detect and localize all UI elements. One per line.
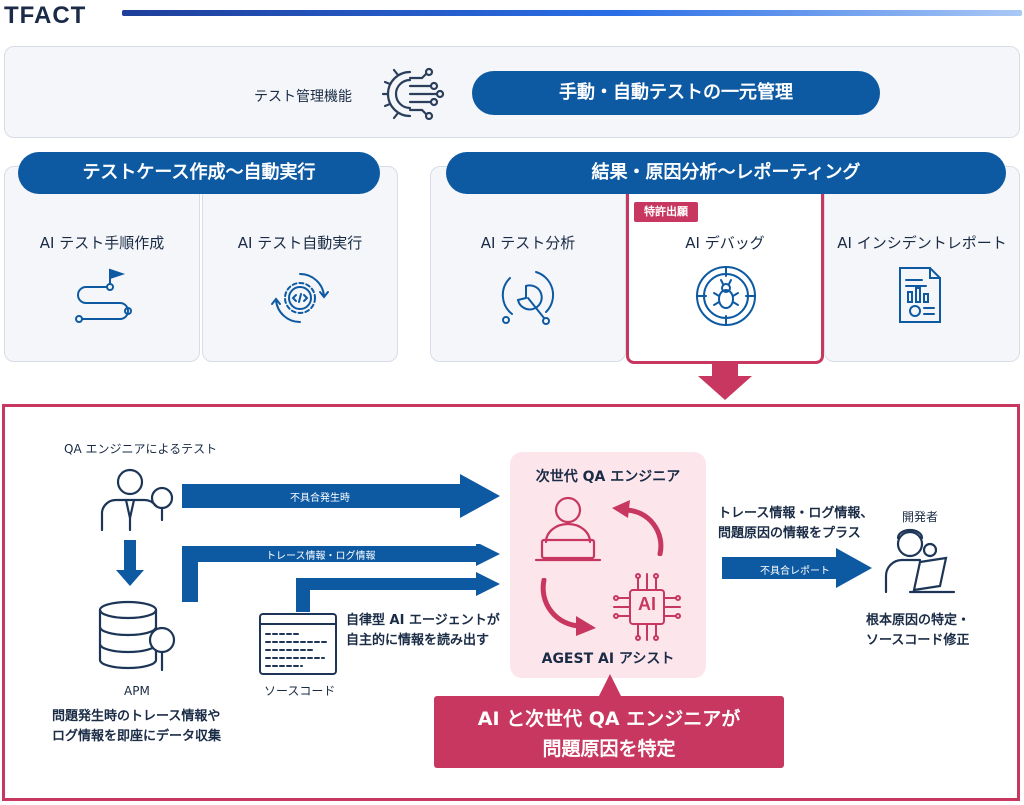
analysis-cycle-icon: [496, 264, 560, 330]
banner-pointer: [598, 674, 622, 698]
report-document-icon: [896, 264, 946, 326]
qa-engineer-icon: [96, 466, 180, 536]
source-code-arrow: [296, 572, 500, 612]
defect-report-arrow-label: 不具合レポート: [760, 566, 830, 577]
developer-label: 開発者: [902, 510, 939, 524]
dev-result-line-2: ソースコード修正: [866, 633, 970, 648]
qa-to-apm-arrow: [116, 540, 144, 586]
flag-path-icon: [72, 268, 134, 328]
gear-code-cycle-icon: [268, 266, 332, 330]
test-management-label: テスト管理機能: [254, 89, 352, 105]
defect-arrow: [182, 474, 500, 518]
apm-database-icon: [96, 600, 180, 676]
card-title-test-steps: AI テスト手順作成: [39, 234, 165, 252]
left-group-pill: テストケース作成〜自動実行: [18, 152, 380, 194]
down-arrow: [698, 362, 752, 402]
card-title-test-analysis: AI テスト分析: [480, 234, 576, 252]
qa-test-label: QA エンジニアによるテスト: [64, 442, 218, 456]
right-card-1: [430, 166, 626, 362]
banner-line-1: AI と次世代 QA エンジニアが: [477, 708, 741, 730]
apm-label: APM: [124, 684, 150, 698]
unified-management-pill: 手動・自動テストの一元管理: [472, 71, 880, 115]
header-gradient-line: [122, 10, 1022, 16]
card-title-debug: AI デバッグ: [685, 234, 765, 252]
card-title-incident-report: AI インシデントレポート: [837, 234, 1007, 252]
plus-info-line-2: 問題原因の情報をプラス: [718, 526, 861, 541]
bug-target-icon: [694, 264, 758, 328]
source-code-label: ソースコード: [264, 684, 336, 698]
left-card-1: [4, 166, 200, 362]
apm-desc-line-2: ログ情報を即座にデータ収集: [52, 729, 222, 744]
developer-icon: [880, 528, 956, 598]
trace-log-arrow: [182, 542, 500, 602]
gear-circuit-icon: [380, 64, 445, 124]
defect-report-arrow: [722, 548, 872, 588]
ai-chip-icon: [610, 570, 684, 644]
right-card-3: [824, 166, 1020, 362]
engineer-laptop-icon: [534, 494, 608, 564]
dev-result-line-1: 根本原因の特定・: [866, 613, 971, 628]
banner-line-2: 問題原因を特定: [542, 738, 676, 760]
defect-arrow-label: 不具合発生時: [290, 493, 350, 504]
ai-chip-label: AI: [638, 594, 656, 614]
brand-logo: TFACT: [4, 2, 87, 29]
trace-log-arrow-label: トレース情報・ログ情報: [266, 551, 376, 562]
right-group-pill: 結果・原因分析〜レポーティング: [446, 152, 1006, 194]
left-card-2: [202, 166, 398, 362]
patent-badge: 特許出願: [634, 202, 698, 222]
agent-line-2: 自主的に情報を読み出す: [346, 633, 490, 648]
cycle-arrow-bottom: [540, 577, 598, 638]
next-gen-qa-title: 次世代 QA エンジニア: [535, 469, 681, 485]
card-title-auto-exec: AI テスト自動実行: [237, 234, 363, 252]
plus-info-line-1: トレース情報・ログ情報、: [718, 506, 874, 521]
agent-line-1: 自律型 AI エージェントが: [346, 613, 500, 628]
conclusion-banner: [434, 696, 784, 768]
pink-center-area: [510, 452, 706, 678]
cycle-arrow-top: [612, 500, 668, 557]
agest-ai-assist-label: AGEST AI アシスト: [541, 651, 675, 667]
source-code-window-icon: [258, 612, 338, 676]
apm-desc-line-1: 問題発生時のトレース情報や: [52, 709, 221, 724]
